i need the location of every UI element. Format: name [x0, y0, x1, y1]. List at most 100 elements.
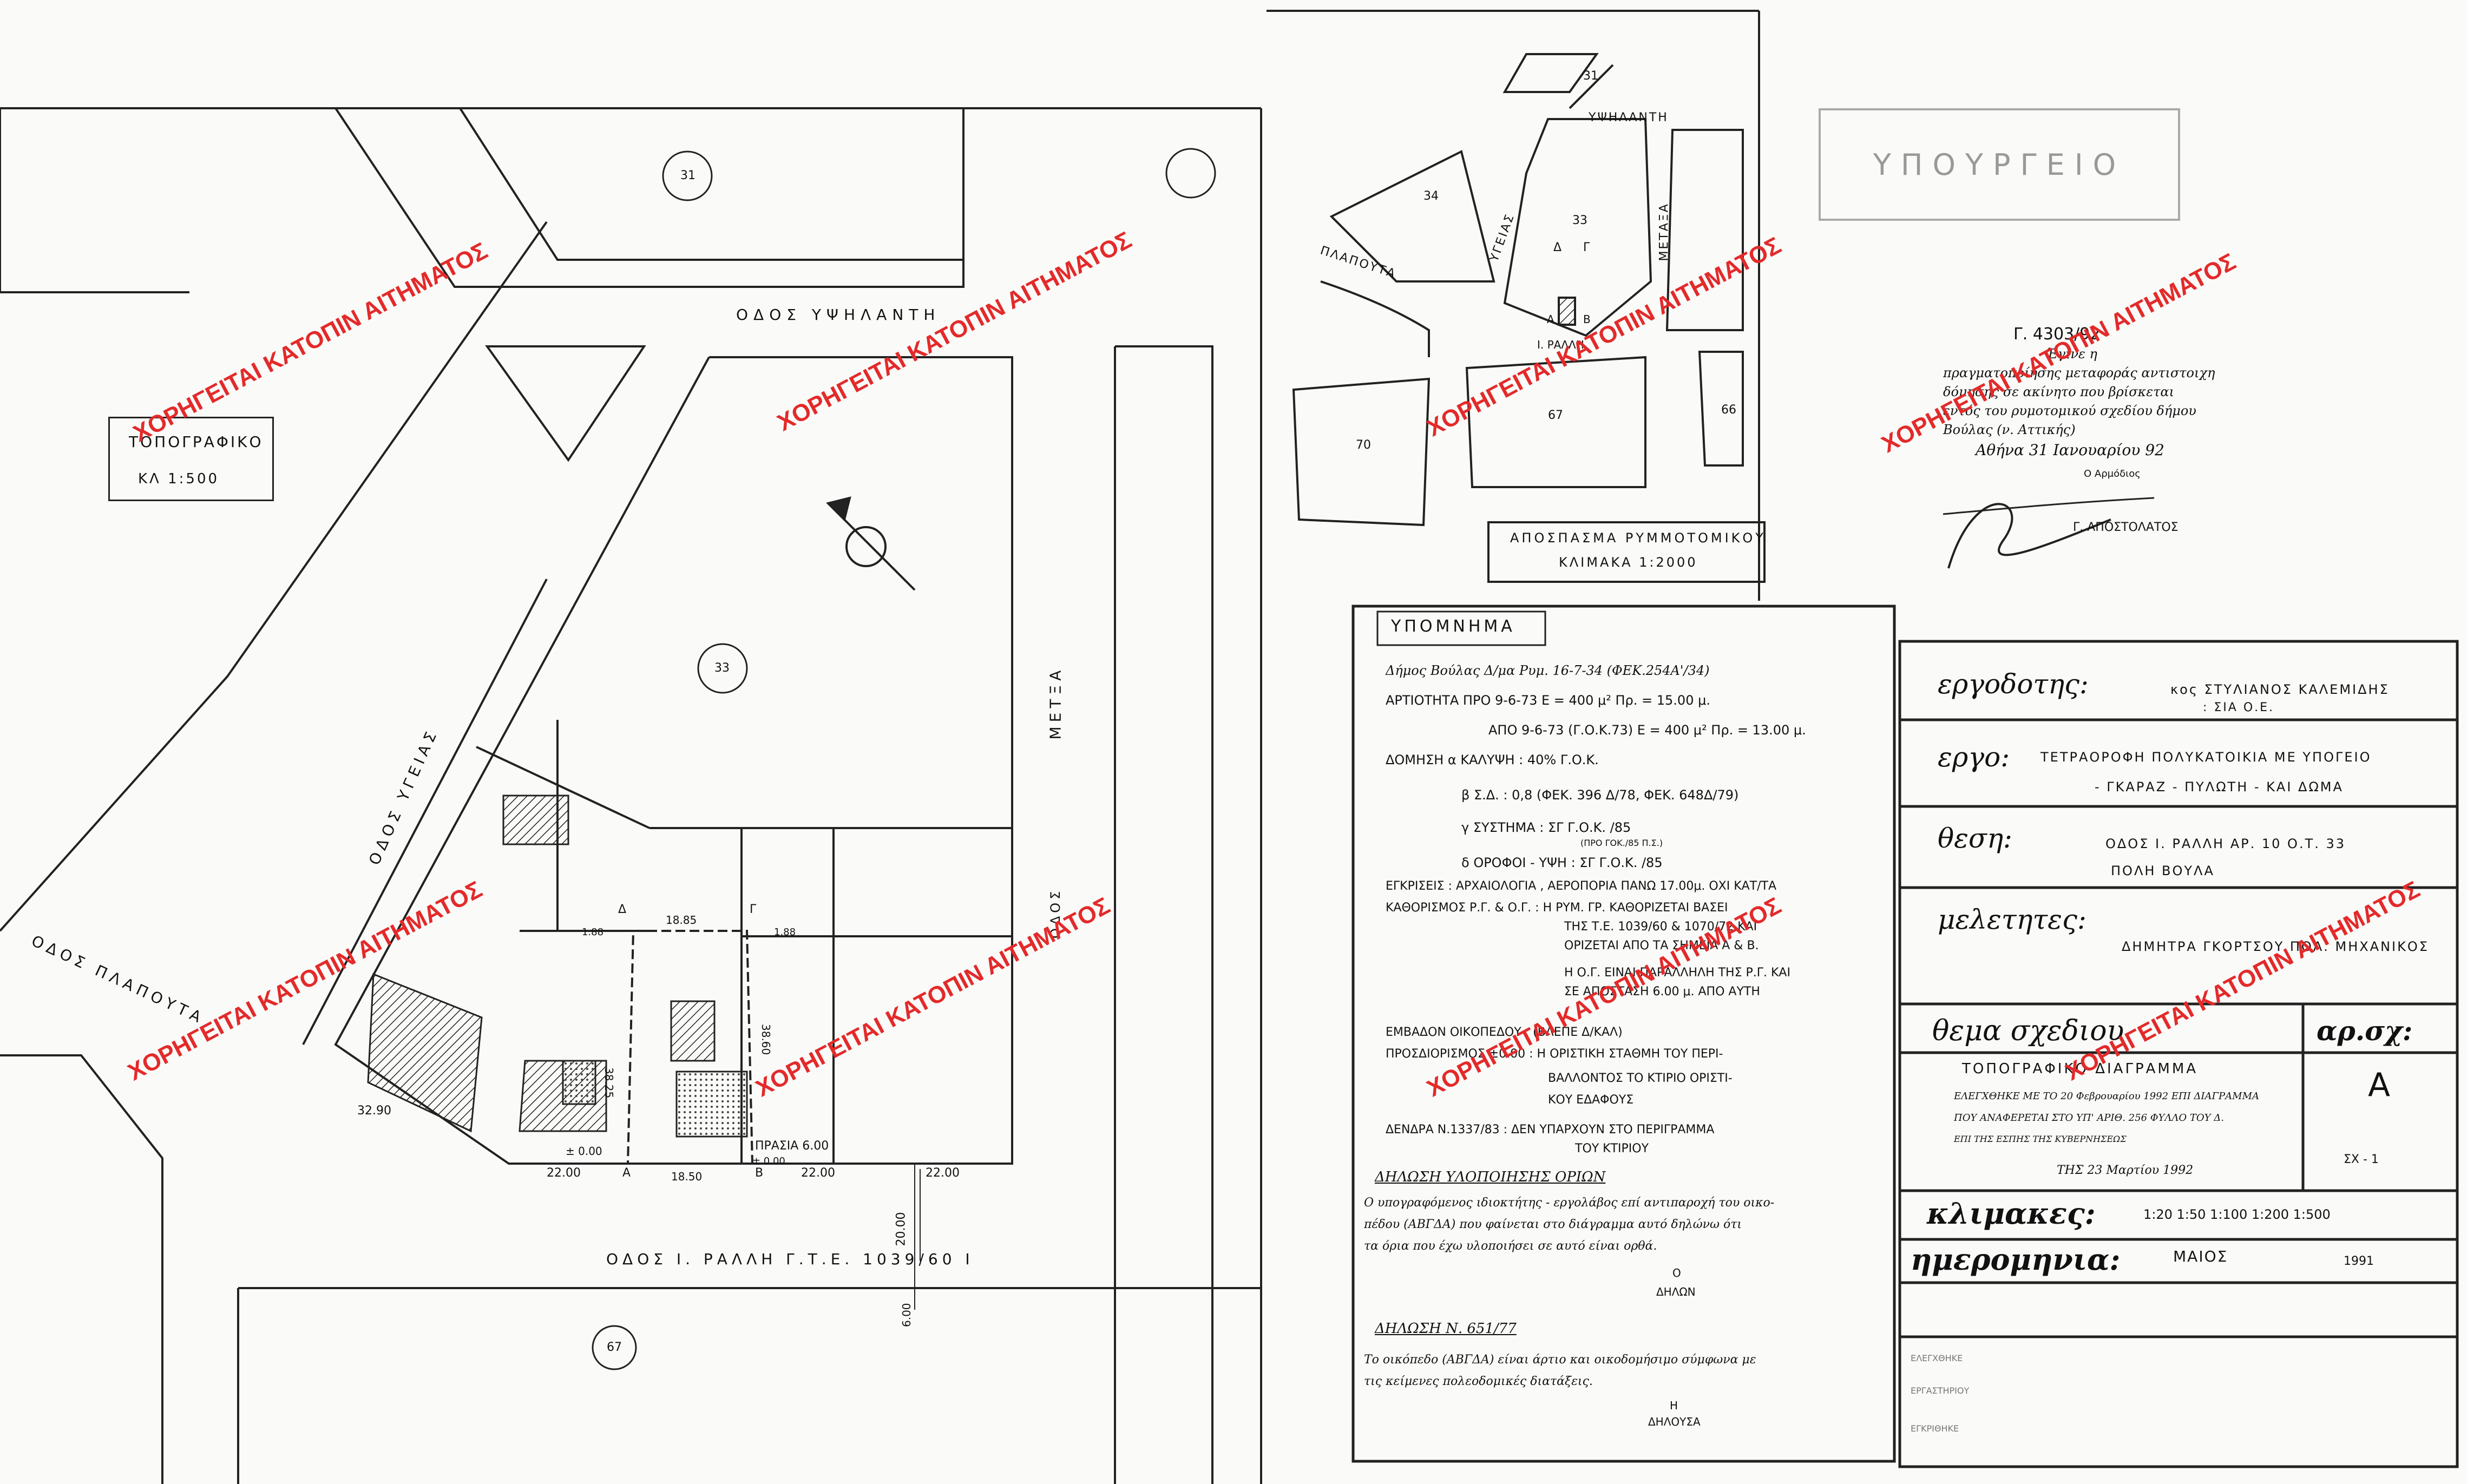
legend-line-14: ΕΜΒΑΔΟΝ ΟΙΚΟΠΕΔΟΥ : (ΒΛΕΠΕ Δ/ΚΑΛ) [1386, 1026, 1623, 1039]
legend-title: ΥΠΟΜΝΗΜΑ [1391, 617, 1515, 636]
dim-bottom: 18.50 [671, 1170, 703, 1183]
excerpt-title: ΑΠΟΣΠΑΣΜΑ ΡΥΜΜΟΤΟΜΙΚΟΥ [1510, 530, 1766, 546]
street-south-label: ΟΔΟΣ Ι. ΡΑΛΛΗ Γ.Τ.Ε. 1039/60 Ι [606, 1250, 974, 1268]
client-value-2: : ΣΙΑ Ο.Ε. [2203, 701, 2275, 714]
year-value: 1991 [2344, 1255, 2374, 1268]
legend-line-11: ΟΡΙΖΕΤΑΙ ΑΠΟ ΤΑ ΣΗΜΕΙΑ Α & Β. [1564, 939, 1759, 953]
project-value-2: - ΓΚΑΡΑΖ - ΠΥΛΩΤΗ - ΚΑΙ ΔΩΜΑ [2095, 779, 2344, 794]
stamp-note-5: Βούλας (ν. Αττικής) [1943, 422, 2076, 437]
dim-top: 18.85 [666, 914, 697, 927]
site-plan-title: ΤΟΠΟΓΡΑΦΙΚΟ [129, 433, 264, 451]
stamp-ref: Γ. 4303/92 [2013, 325, 2101, 344]
sheet-ref: ΣΧ - 1 [2344, 1153, 2379, 1166]
street-east-label: ΜΕΤΞΑ [1046, 666, 1065, 740]
legend-line-6b: (ΠΡΟ ΓΟΚ./85 Π.Σ.) [1580, 838, 1663, 848]
sheet-label: αρ.σχ: [2317, 1015, 2413, 1047]
dim-mid-road-2: 22.00 [926, 1166, 960, 1180]
sheet-value: Α [2368, 1066, 2391, 1104]
stamp-note-3: δόμησης σε ακίνητο που βρίσκεται [1943, 384, 2175, 399]
declaration-1-sig-1: Ο [1672, 1266, 1681, 1279]
excerpt-street-metaxa: ΜΕΤΑΞΑ [1657, 202, 1671, 261]
legend-line-16: ΒΑΛΛΟΝΤΟΣ ΤΟ ΚΤΙΡΙΟ ΟΡΙΣΤΙ- [1548, 1072, 1733, 1085]
block-33-label: 33 [714, 661, 730, 675]
declaration-2-line-1: Το οικόπεδο (ΑΒΓΔΑ) είναι άρτιο και οικο… [1364, 1353, 1756, 1367]
legend-line-15: ΠΡΟΣΔΙΟΡΙΣΜΟΣ ±0.00 : Η ΟΡΙΣΤΙΚΗ ΣΤΑΘΜΗ … [1386, 1047, 1723, 1061]
legend-line-13: ΣΕ ΑΠΟΣΤΑΣΗ 6.00 μ. ΑΠΟ ΑΥΤΗ [1564, 985, 1760, 999]
designers-value: ΔΗΜΗΤΡΑ ΓΚΟΡΤΣΟΥ ΠΟΛ. ΜΗΧΑΝΙΚΟΣ [2122, 939, 2429, 954]
dim-mid-road-1: 22.00 [801, 1166, 835, 1180]
site-label: θεση: [1938, 823, 2012, 854]
scales-label: κλιμακες: [1927, 1196, 2096, 1231]
client-value: κος ΣΤΥΛΙΑΝΟΣ ΚΑΛΕΜΙΔΗΣ [2170, 682, 2390, 697]
subject-label: θεμα σχεδιου [1932, 1015, 2124, 1047]
declaration-1-title: ΔΗΛΩΣΗ ΥΛΟΠΟΙΗΣΗΣ ΟΡΙΩΝ [1375, 1169, 1606, 1185]
subject-note-4: ΤΗΣ 23 Μαρτίου 1992 [2057, 1164, 2194, 1177]
legend-line-18: ΔΕΝΔΡΑ Ν.1337/83 : ΔΕΝ ΥΠΑΡΧΟΥΝ ΣΤΟ ΠΕΡΙ… [1386, 1123, 1715, 1137]
corner-g-label: Γ [750, 903, 757, 916]
site-value-2: ΠΟΛΗ ΒΟΥΛΑ [2111, 863, 2215, 878]
stamp-note-4: εντός του ρυμοτομικού σχεδίου δήμου [1943, 403, 2196, 418]
subject-value: ΤΟΠΟΓΡΑΦΙΚΟ ΔΙΑΓΡΑΜΜΑ [1962, 1061, 2199, 1077]
excerpt-corner-b: Β [1583, 313, 1591, 326]
declaration-2-title: ΔΗΛΩΣΗ Ν. 651/77 [1375, 1321, 1517, 1337]
legend-line-6: γ ΣΥΣΤΗΜΑ : ΣΓ Γ.Ο.Κ. /85 [1461, 820, 1631, 835]
street-north-label: ΟΔΟΣ ΥΨΗΛΑΝΤΗ [736, 306, 941, 324]
declaration-2-sig-1: Η [1670, 1399, 1678, 1412]
block-31-label: 31 [680, 169, 696, 182]
excerpt-scale: ΚΛΙΜΑΚΑ 1:2000 [1559, 555, 1698, 570]
declaration-1-line-2: πέδου (ΑΒΓΔΑ) που φαίνεται στο διάγραμμα… [1364, 1218, 1742, 1231]
excerpt-street-ypsilanti: ΥΨΗΛΑΝΤΗ [1589, 111, 1669, 124]
level-left: ± 0.00 [566, 1145, 602, 1158]
declaration-1-line-3: τα όρια που έχω υλοποιήσει σε αυτό είναι… [1364, 1239, 1657, 1253]
legend-line-9: ΚΑΘΟΡΙΣΜΟΣ Ρ.Γ. & Ο.Γ. : Η ΡΥΜ. ΓΡ. ΚΑΘΟ… [1386, 901, 1728, 915]
legend-line-2: ΑΡΤΙΟΤΗΤΑ ΠΡΟ 9-6-73 Ε = 400 μ² Πρ. = 15… [1386, 693, 1710, 708]
legend-line-5: β Σ.Δ. : 0,8 (ΦΕΚ. 396 Δ/78, ΦΕΚ. 648Δ/7… [1461, 787, 1739, 803]
stamp-note-2: πραγματοποίησης μεταφοράς αντιστοιχη [1943, 365, 2215, 380]
legend-line-4: ΔΟΜΗΣΗ α ΚΑΛΥΨΗ : 40% Γ.Ο.Κ. [1386, 752, 1599, 767]
legend-line-19: ΤΟΥ ΚΤΙΡΙΟΥ [1575, 1142, 1649, 1155]
stamp-note-1: Έγινε η [2046, 346, 2097, 362]
dim-small: 6.00 [900, 1303, 913, 1327]
legend-line-7: δ ΟΡΟΦΟΙ - ΥΨΗ : ΣΓ Γ.Ο.Κ. /85 [1461, 855, 1663, 870]
excerpt-block-67: 67 [1548, 409, 1563, 422]
excerpt-block-31: 31 [1583, 69, 1598, 83]
level-right: ± 0.00 [752, 1155, 785, 1167]
site-plan-title-box [108, 417, 274, 501]
excerpt-block-66: 66 [1721, 403, 1736, 417]
excerpt-block-34: 34 [1423, 189, 1439, 203]
site-plan-scale: ΚΛ 1:500 [138, 471, 220, 487]
prasia-label: ΠΡΑΣΙΑ 6.00 [755, 1139, 829, 1153]
dim-road-width: 20.00 [894, 1212, 908, 1246]
dim-diagonal: 32.90 [357, 1104, 391, 1118]
scales-value: 1:20 1:50 1:100 1:200 1:500 [2143, 1207, 2331, 1222]
stamp-signature-role: Ο Αρμόδιος [2084, 468, 2141, 480]
corner-a-label: Α [622, 1166, 631, 1180]
ministry-stamp: ΥΠΟΥΡΓΕΙΟ [1819, 108, 2180, 221]
corner-offset-2: 1.88 [774, 927, 796, 938]
project-value-1: ΤΕΤΡΑΟΡΟΦΗ ΠΟΛΥΚΑΤΟΙΚΙΑ ΜΕ ΥΠΟΓΕΙΟ [2040, 750, 2372, 765]
ministry-stamp-title: ΥΠΟΥΡΓΕΙΟ [1873, 147, 2126, 182]
legend-line-17: ΚΟΥ ΕΔΑΦΟΥΣ [1548, 1093, 1634, 1107]
approval-1: ΕΛΕΓΧΘΗΚΕ [1911, 1353, 1963, 1363]
excerpt-street-ralli: Ι. ΡΑΛΛΗ [1537, 338, 1584, 351]
dim-west-road: 22.00 [547, 1166, 581, 1180]
declaration-2-sig-2: ΔΗΛΟΥΣΑ [1648, 1415, 1701, 1428]
project-label: εργο: [1938, 741, 2010, 773]
stamp-signature-name: Γ. ΑΠΟΣΤΟΛΑΤΟΣ [2073, 521, 2179, 534]
designers-label: μελετητες: [1938, 904, 2087, 935]
date-value: ΜΑΙΟΣ [2173, 1247, 2228, 1265]
subject-note-3: ΕΠΙ ΤΗΣ ΕΣΠΗΣ ΤΗΣ ΚΥΒΕΡΝΗΣΕΩΣ [1954, 1134, 2127, 1144]
corner-offset-1: 1.88 [582, 927, 604, 938]
excerpt-corner-g: Γ [1583, 241, 1590, 254]
legend-line-8: ΕΓΚΡΙΣΕΙΣ : ΑΡΧΑΙΟΛΟΓΙΑ , ΑΕΡΟΠΟΡΙΑ ΠΑΝΩ… [1386, 879, 1777, 893]
declaration-1-sig-2: ΔΗΛΩΝ [1656, 1285, 1696, 1298]
legend-line-3: ΑΠΟ 9-6-73 (Γ.Ο.Κ.73) Ε = 400 μ² Πρ. = 1… [1488, 723, 1806, 738]
declaration-2-line-2: τις κείμενες πολεοδομικές διατάξεις. [1364, 1375, 1593, 1388]
client-label: εργοδοτης: [1938, 668, 2089, 700]
block-67-label: 67 [607, 1341, 622, 1354]
legend-line-10: ΤΗΣ Τ.Ε. 1039/60 & 1070/72 ΚΑΙ [1564, 920, 1757, 934]
subject-note-2: ΠΟΥ ΑΝΑΦΕΡΕΤΑΙ ΣΤΟ ΥΠ' ΑΡΙΘ. 256 ΦΥΛΛΟ Τ… [1954, 1112, 2224, 1124]
legend-line-12: Η Ο.Γ. ΕΙΝΑΙ ΠΑΡΑΛΛΗΛΗ ΤΗΣ Ρ.Γ. ΚΑΙ [1564, 966, 1790, 980]
corner-d-label: Δ [618, 903, 627, 916]
